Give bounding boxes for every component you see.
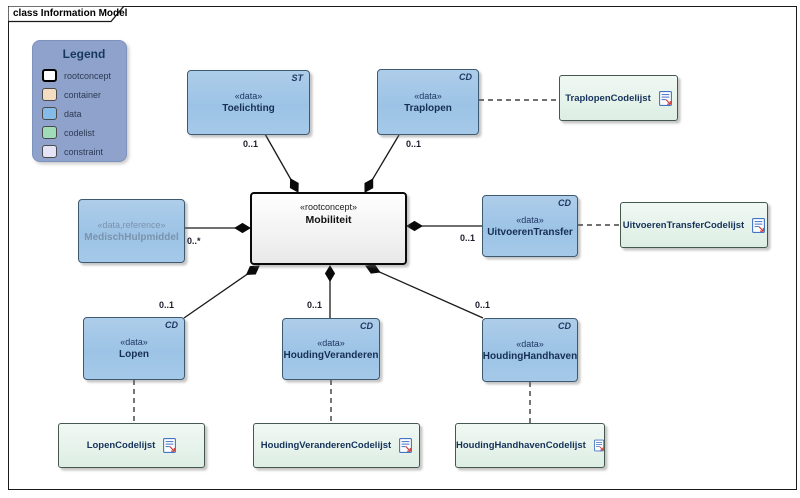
multiplicity-label-medischhulpmiddel: 0..* — [187, 236, 201, 246]
legend-item-container: container — [42, 85, 101, 104]
node-toelichting[interactable]: ST «data» Toelichting — [187, 70, 310, 135]
node-houdingveranderen[interactable]: CD «data» HoudingVeranderen — [282, 318, 380, 380]
node-name: MedischHulpmiddel — [84, 231, 179, 243]
node-name: UitvoerenTransfer — [487, 226, 573, 238]
multiplicity-label-toelichting: 0..1 — [243, 139, 259, 149]
node-mobiliteit[interactable]: «rootconcept» Mobiliteit — [250, 192, 407, 265]
node-type-tag: CD — [459, 72, 472, 82]
node-lopencodelijst[interactable]: LopenCodelijst — [58, 423, 205, 468]
composition-edge-mobiliteit-houdinghandhaven[interactable] — [365, 264, 484, 319]
node-stereotype: «data» — [516, 214, 544, 225]
codelist-document-icon — [163, 438, 177, 453]
multiplicity-label-traplopen: 0..1 — [406, 139, 422, 149]
composition-diamond-icon — [245, 265, 260, 276]
node-stereotype: «data» — [234, 91, 263, 101]
rootconcept-swatch-icon — [42, 69, 57, 82]
node-stereotype: «data» — [516, 338, 544, 349]
composition-diamond-icon — [364, 178, 374, 193]
legend-item-rootconcept: rootconcept — [42, 66, 111, 85]
constraint-swatch-icon — [42, 145, 57, 158]
composition-edge-mobiliteit-medischhulpmiddel[interactable] — [185, 222, 251, 234]
node-name: HoudingVeranderen — [283, 349, 379, 361]
node-name: Lopen — [119, 349, 149, 360]
node-stereotype: «rootconcept» — [299, 202, 358, 212]
multiplicity-label-uitvoerentransfer: 0..1 — [460, 233, 476, 243]
node-type-tag: ST — [291, 73, 303, 83]
composition-diamond-icon — [406, 220, 423, 232]
codelist-document-icon — [658, 90, 672, 106]
node-name: TraplopenCodelijst — [565, 92, 651, 104]
node-uitvoerentransfer[interactable]: CD «data» UitvoerenTransfer — [482, 195, 578, 257]
composition-edge-mobiliteit-lopen[interactable] — [183, 265, 260, 319]
container-swatch-icon — [42, 88, 57, 101]
composition-edge-mobiliteit-toelichting[interactable] — [264, 133, 299, 193]
legend-title: Legend — [62, 47, 106, 61]
node-stereotype: «data» — [120, 337, 148, 347]
legend-item-data: data — [42, 104, 82, 123]
node-traplopen[interactable]: CD «data» Traplopen — [377, 69, 479, 135]
node-stereotype: «data,reference» — [97, 219, 166, 230]
node-stereotype: «data» — [414, 90, 442, 101]
composition-diamond-icon — [289, 178, 299, 193]
node-houdinghandhaven[interactable]: CD «data» HoudingHandhaven — [482, 318, 578, 382]
legend-item-codelist: codelist — [42, 123, 95, 142]
diagram-frame — [8, 6, 797, 490]
legend[interactable]: Legend rootconcept container data codeli… — [32, 40, 127, 162]
node-houdinghandhavencodelijst[interactable]: HoudingHandhavenCodelijst — [455, 423, 605, 468]
node-type-tag: CD — [165, 320, 178, 330]
node-lopen[interactable]: CD «data» Lopen — [83, 317, 185, 380]
codelist-document-icon — [752, 217, 766, 233]
node-type-tag: CD — [360, 321, 373, 331]
codelist-swatch-icon — [42, 126, 57, 139]
node-stereotype: «data» — [317, 337, 345, 348]
node-name: UitvoerenTransferCodelijst — [622, 219, 745, 231]
composition-diamond-icon — [365, 264, 381, 274]
diagram-title: class Information Model — [13, 8, 128, 19]
multiplicity-label-lopen: 0..1 — [159, 300, 175, 310]
legend-item-constraint: constraint — [42, 142, 103, 161]
node-type-tag: CD — [558, 321, 571, 331]
composition-diamond-icon — [234, 222, 251, 234]
composition-edge-mobiliteit-traplopen[interactable] — [364, 134, 400, 193]
node-name: HoudingVeranderenCodelijst — [260, 440, 392, 451]
node-name: HoudingHandhaven — [482, 350, 578, 362]
multiplicity-label-houdinghandhaven: 0..1 — [475, 300, 491, 310]
data-swatch-icon — [42, 107, 57, 120]
composition-edge-mobiliteit-uitvoerentransfer[interactable] — [406, 220, 482, 232]
node-name: Traplopen — [404, 102, 452, 114]
node-name: LopenCodelijst — [86, 440, 156, 451]
composition-diamond-icon — [324, 265, 336, 282]
composition-edge-mobiliteit-houdingveranderen[interactable] — [324, 265, 336, 318]
node-name: Mobiliteit — [305, 214, 352, 226]
node-uitvoerentransfercodelijst[interactable]: UitvoerenTransferCodelijst — [620, 202, 768, 248]
diagram-tab — [8, 6, 125, 23]
node-houdingveranderencodelijst[interactable]: HoudingVeranderenCodelijst — [253, 423, 420, 468]
node-name: Toelichting — [222, 103, 275, 114]
node-medischhulpmiddel[interactable]: «data,reference» MedischHulpmiddel — [78, 199, 185, 263]
node-traplopencodelijst[interactable]: TraplopenCodelijst — [559, 75, 678, 121]
codelist-document-icon — [399, 438, 413, 453]
codelist-document-icon — [593, 439, 604, 452]
node-name: HoudingHandhavenCodelijst — [456, 440, 586, 451]
multiplicity-label-houdingveranderen: 0..1 — [307, 300, 323, 310]
node-type-tag: CD — [558, 198, 571, 208]
